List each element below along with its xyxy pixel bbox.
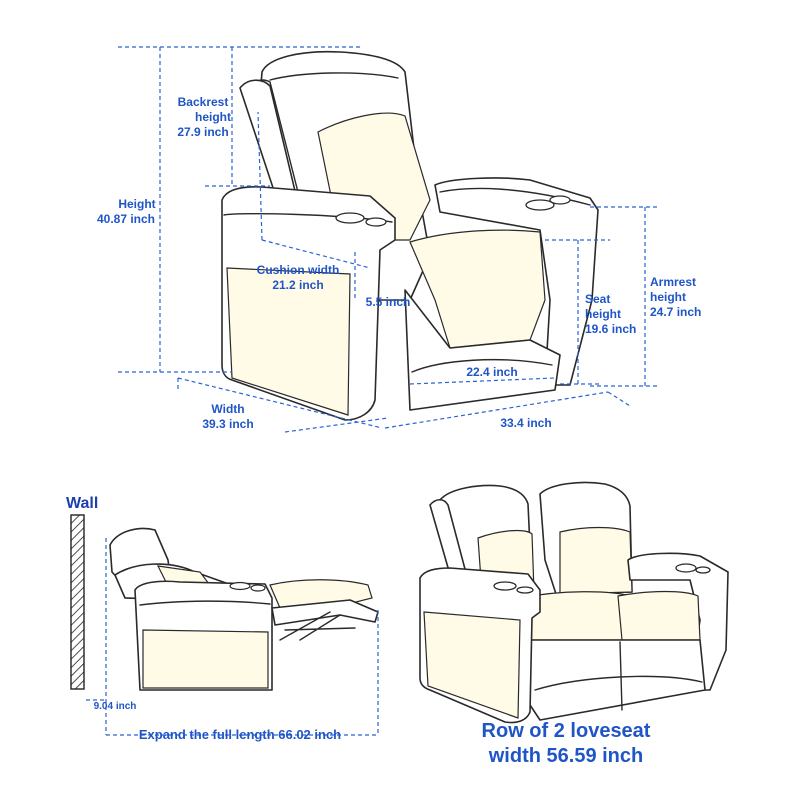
quilted-side-panel — [226, 267, 351, 416]
armrest-height-value: 24.7 inch — [650, 305, 701, 319]
armrest-height-label-1: Armrest — [650, 275, 696, 289]
main-labels: Backrest height 27.9 inch Height 40.87 i… — [97, 95, 701, 431]
wall-label: Wall — [66, 495, 98, 512]
height-label: Height — [118, 197, 155, 211]
expand-length-label: Expand the full length 66.02 inch — [139, 727, 341, 742]
main-recliner-drawing — [221, 50, 599, 421]
width-label: Width — [211, 402, 244, 416]
loveseat-caption-line1: Row of 2 loveseat — [482, 720, 651, 742]
quilted-seat-cushion — [409, 229, 546, 349]
backrest-height-label-2: height — [195, 110, 231, 124]
seat-height-label-2: height — [585, 307, 621, 321]
seat-height-label-1: Seat — [585, 292, 610, 306]
recline-dimension-lines — [86, 538, 379, 736]
loveseat-caption-line2: width 56.59 inch — [488, 745, 643, 767]
cushion-width-value: 21.2 inch — [272, 278, 323, 292]
backrest-height-label-1: Backrest — [178, 95, 229, 109]
backrest-height-value: 27.9 inch — [177, 125, 228, 139]
cushion-width-label: Cushion width — [257, 263, 340, 277]
seat-height-value: 19.6 inch — [585, 322, 636, 336]
height-value: 40.87 inch — [97, 212, 155, 226]
seat-depth-value: 22.4 inch — [466, 365, 517, 379]
loveseat-drawing — [419, 481, 729, 724]
wall-block: Wall — [66, 495, 98, 690]
main-dimension-lines — [118, 46, 660, 433]
reclined-chair-drawing — [109, 527, 379, 691]
depth-value: 33.4 inch — [500, 416, 551, 430]
cushion-depth-value: 5.5 inch — [366, 295, 411, 309]
armrest-height-label-2: height — [650, 290, 686, 304]
wall-gap-value: 9.04 inch — [94, 701, 137, 712]
width-value: 39.3 inch — [202, 417, 253, 431]
